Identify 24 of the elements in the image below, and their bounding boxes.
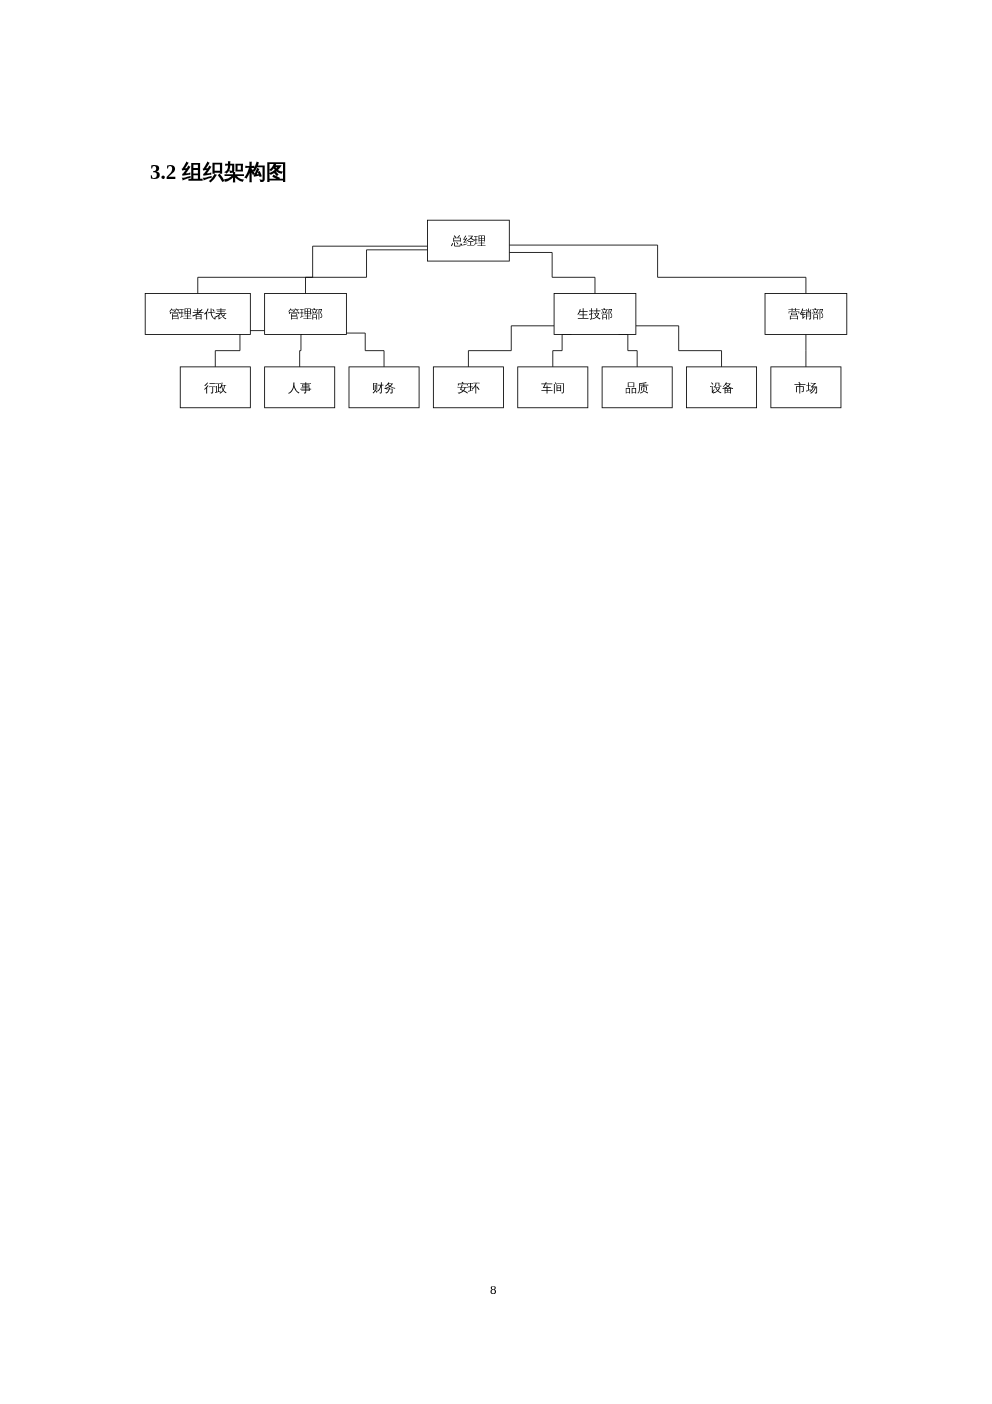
node-box: 总经理 [427, 219, 510, 262]
node-box: 安环 [432, 366, 504, 409]
node-box: 财务 [348, 366, 420, 409]
connector [805, 334, 807, 368]
node-box: 管理者代表 [144, 293, 251, 335]
node-box: 生技部 [553, 293, 637, 335]
node-box: 市场 [770, 366, 842, 409]
connector [468, 325, 555, 368]
heading: 3.2 组织架构图 [150, 159, 287, 186]
connector [305, 249, 428, 294]
node-box: 管理部 [264, 293, 347, 335]
connector [508, 244, 807, 294]
connector [197, 245, 428, 294]
node-box: 行政 [179, 366, 251, 409]
connector [299, 334, 303, 368]
node-box: 车间 [517, 366, 589, 409]
connector [345, 332, 385, 368]
node-box: 人事 [264, 366, 336, 409]
page-number: 8 [490, 1282, 497, 1298]
node-box: 设备 [686, 366, 757, 409]
node-box: 品质 [601, 366, 673, 409]
connector [635, 325, 722, 368]
connector [508, 252, 596, 294]
node-box: 营销部 [764, 293, 848, 335]
